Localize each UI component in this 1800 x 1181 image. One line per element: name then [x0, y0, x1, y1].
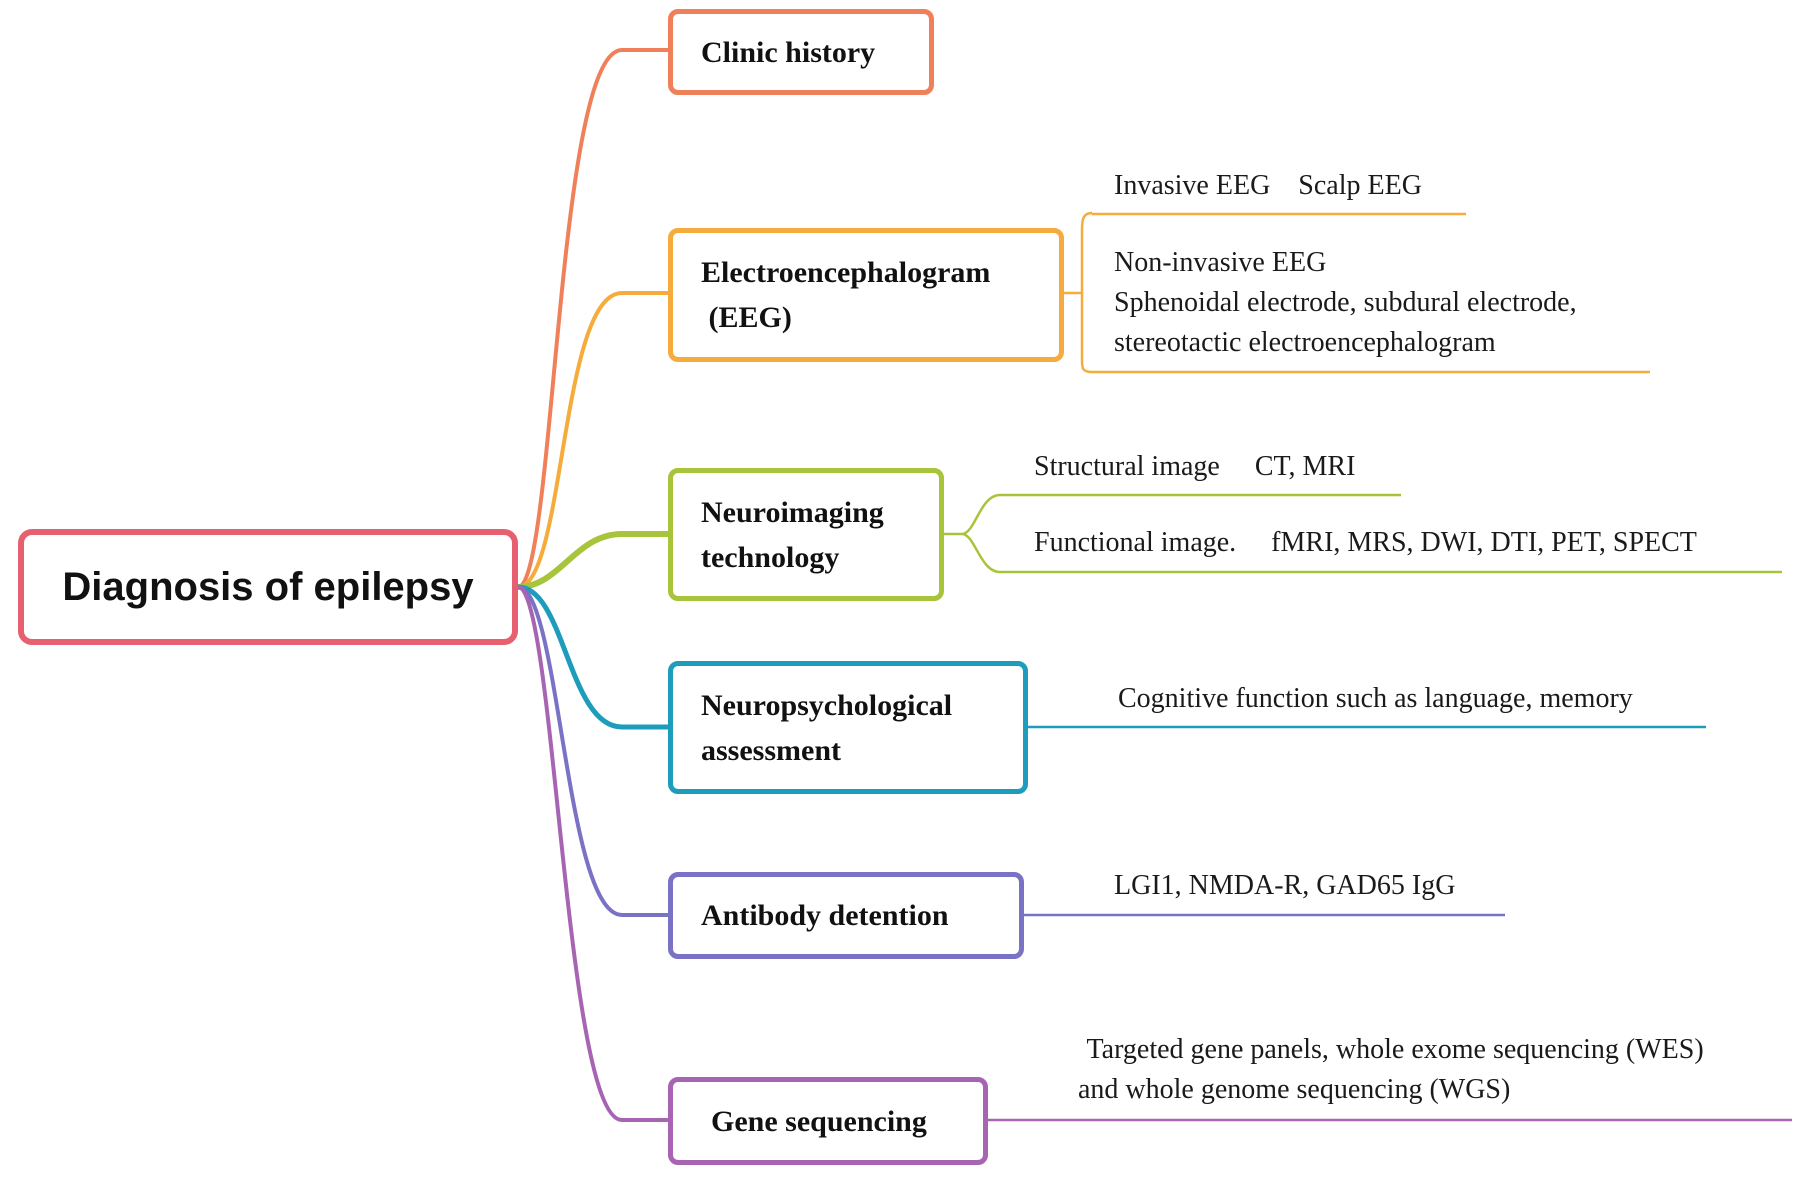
node-neuroimaging-label-line-2: technology: [701, 540, 840, 574]
eeg-detail-2: Non-invasive EEG: [1114, 247, 1327, 278]
connector-antibody: [517, 585, 668, 917]
neuroimaging-detail-fork: [944, 493, 1001, 574]
node-eeg-label-line-2: (EEG): [701, 301, 792, 334]
connector-gene: [517, 585, 668, 1122]
connector-neuropsych: [517, 584, 668, 730]
connector-neuroimaging: [517, 531, 668, 590]
node-clinic-history-label: Clinic history: [701, 35, 876, 69]
node-antibody: Antibody detention: [668, 872, 1024, 959]
node-neuroimaging-label-line-1: Neuroimaging: [701, 495, 884, 529]
eeg-detail-3: Sphenoidal electrode, subdural electrode…: [1114, 287, 1577, 318]
eeg-detail-1: Invasive EEG Scalp EEG: [1114, 170, 1422, 201]
node-gene-label: Gene sequencing: [711, 1104, 927, 1138]
node-clinic-history: Clinic history: [668, 9, 934, 95]
root-node: Diagnosis of epilepsy: [18, 529, 518, 645]
gene-detail-1: Targeted gene panels, whole exome sequen…: [1080, 1034, 1704, 1065]
node-neuropsych-label-line-2: assessment: [701, 733, 841, 767]
node-eeg: Electroencephalogram (EEG): [668, 228, 1064, 362]
node-eeg-label-line-1: Electroencephalogram: [701, 256, 991, 289]
node-antibody-label: Antibody detention: [701, 899, 949, 932]
neuropsych-detail-1: Cognitive function such as language, mem…: [1118, 683, 1633, 714]
neuroimaging-detail-1: Structural image CT, MRI: [1034, 451, 1356, 482]
node-neuropsych-label-line-1: Neuropsychological: [701, 688, 953, 722]
node-neuroimaging: Neuroimaging technology: [668, 468, 944, 601]
neuroimaging-detail-2: Functional image. fMRI, MRS, DWI, DTI, P…: [1034, 527, 1697, 558]
connector-eeg: [517, 291, 668, 589]
node-gene: Gene sequencing: [668, 1077, 988, 1165]
antibody-detail-1: LGI1, NMDA-R, GAD65 IgG: [1114, 870, 1456, 901]
root-label: Diagnosis of epilepsy: [62, 564, 474, 609]
eeg-detail-bracket: [1064, 211, 1093, 374]
node-neuropsych: Neuropsychological assessment: [668, 661, 1028, 794]
eeg-detail-4: stereotactic electroencephalogram: [1114, 327, 1496, 358]
connector-clinic: [517, 48, 668, 589]
gene-detail-2: and whole genome sequencing (WGS): [1078, 1074, 1511, 1105]
